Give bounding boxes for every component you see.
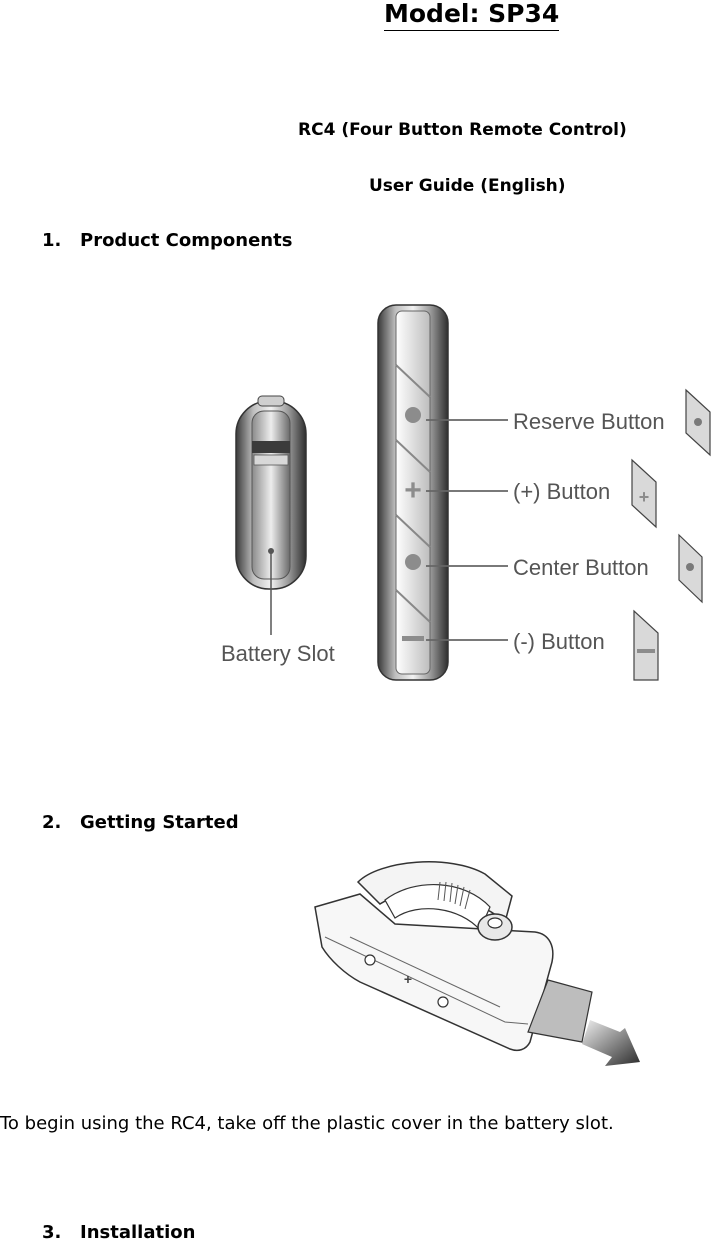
- callout-lines: [426, 419, 508, 641]
- reserve-button-thumbnail: [685, 388, 711, 457]
- battery-slot-label: Battery Slot: [221, 641, 335, 666]
- plus-button-thumbnail: +: [631, 458, 657, 529]
- product-components-figure: Battery Slot + Reserve Button (+) Button…: [221, 304, 711, 681]
- getting-started-text: To begin using the RC4, take off the pla…: [0, 1113, 614, 1134]
- section-number: 3.: [42, 1222, 62, 1243]
- section-title: Installation: [80, 1222, 196, 1243]
- reserve-dot-icon: [405, 407, 421, 423]
- guide-title: User Guide (English): [369, 176, 566, 196]
- remote-front-view: +: [377, 304, 449, 681]
- remove-cover-figure: +: [314, 861, 640, 1066]
- section-heading-installation: 3. Installation: [42, 1222, 195, 1243]
- callout-center-button: Center Button: [513, 555, 649, 580]
- minus-icon: [402, 636, 424, 641]
- plus-icon: +: [404, 474, 422, 507]
- pull-direction-arrow-icon: [582, 1020, 640, 1066]
- section-title: Getting Started: [80, 812, 239, 833]
- section-heading-components: 1. Product Components: [42, 230, 292, 251]
- center-button-thumbnail: [678, 533, 703, 604]
- section-number: 2.: [42, 812, 62, 833]
- callout-plus-button: (+) Button: [513, 479, 610, 504]
- battery-slot-view: [235, 395, 307, 635]
- section-title: Product Components: [80, 230, 293, 251]
- svg-text:+: +: [639, 487, 650, 507]
- product-title: RC4 (Four Button Remote Control): [298, 120, 627, 140]
- section-heading-getting-started: 2. Getting Started: [42, 812, 239, 833]
- callout-minus-button: (-) Button: [513, 629, 605, 654]
- svg-text:+: +: [404, 971, 412, 987]
- center-dot-icon: [405, 554, 421, 570]
- minus-button-thumbnail: [633, 609, 659, 681]
- section-number: 1.: [42, 230, 62, 251]
- callout-reserve-button: Reserve Button: [513, 409, 665, 434]
- model-title: Model: SP34: [384, 0, 560, 31]
